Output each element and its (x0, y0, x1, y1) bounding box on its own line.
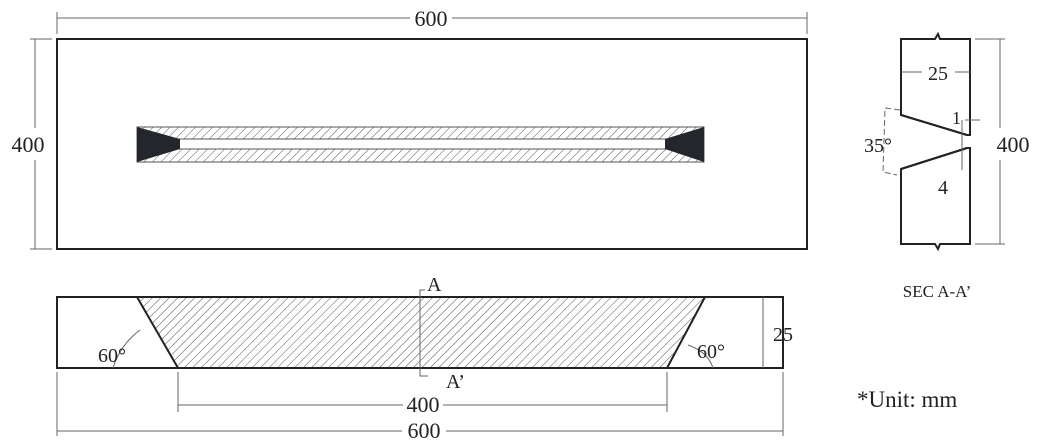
angle-left-label: 60° (98, 345, 126, 367)
root-gap-label: 1 (952, 108, 961, 128)
plate-outline (56, 38, 808, 250)
section-title: SEC A-A’ (903, 282, 971, 301)
height-label: 400 (12, 132, 45, 157)
root-gap (177, 138, 668, 150)
right-runoff-tab (665, 127, 704, 162)
groove-hatch (137, 297, 705, 368)
section-label-a-prime: A’ (446, 371, 465, 393)
height-dimension: 400 (12, 38, 52, 250)
root-face-label: 4 (938, 177, 948, 199)
angle-right-label: 60° (697, 341, 725, 363)
unit-note: *Unit: mm (857, 387, 957, 412)
width-dimension: 600 (56, 6, 808, 34)
thickness-label: 25 (773, 324, 793, 346)
inner-length-label: 400 (407, 392, 440, 417)
section-angle-label: 35° (864, 135, 892, 157)
section-height-label: 400 (997, 132, 1030, 157)
total-length-label: 600 (408, 418, 441, 441)
left-runoff-tab (137, 127, 180, 162)
section-label-a: A (427, 274, 442, 296)
section-view: 25 35° 1 4 400 SEC A-A’ (864, 31, 1030, 301)
section-thickness-label: 25 (928, 63, 948, 85)
side-view: A A’ 60° 60° 25 400 600 (56, 274, 793, 441)
top-view: 600 400 (12, 6, 808, 250)
section-cut-line (419, 289, 428, 377)
width-label: 600 (415, 6, 448, 31)
